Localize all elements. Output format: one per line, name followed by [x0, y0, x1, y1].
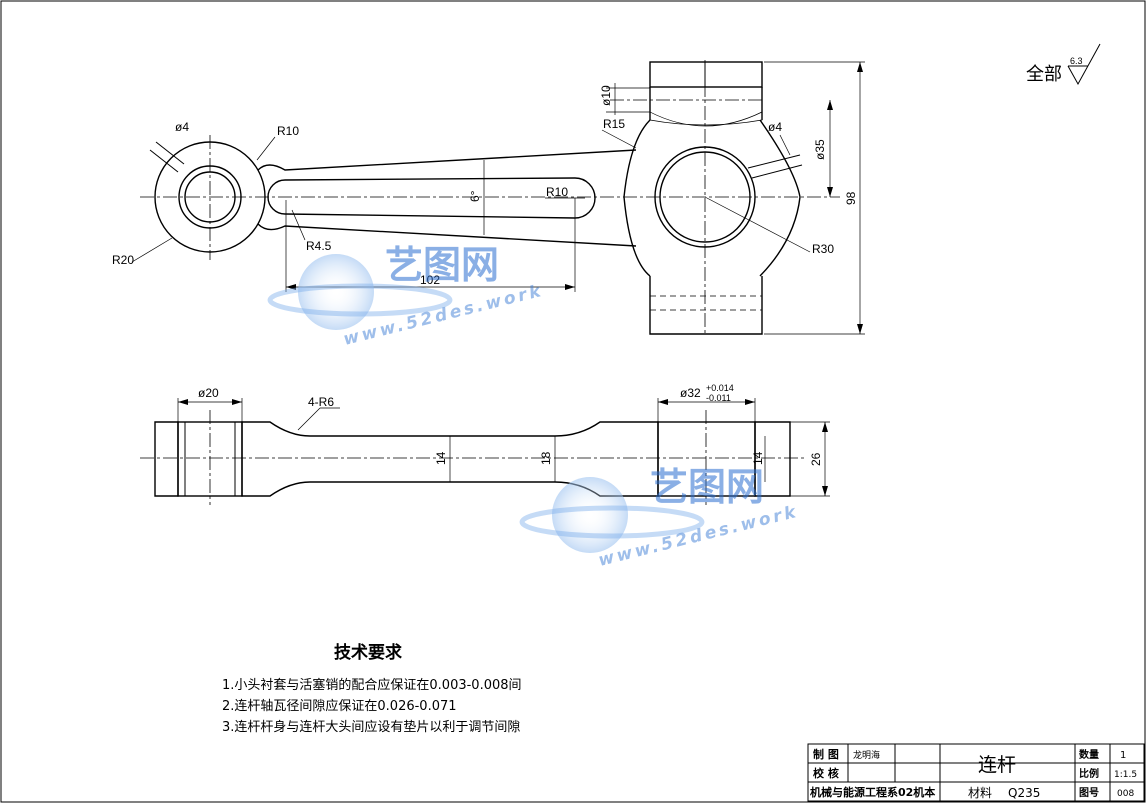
watermark-cn: 艺图网: [385, 243, 499, 287]
dim-d10: ø10: [599, 85, 613, 106]
dim-r10-slot: R10: [546, 185, 568, 199]
dim-length-102: 102: [420, 273, 440, 287]
tb-material: Q235: [1008, 786, 1040, 800]
tb-drawer: 龙明海: [853, 749, 880, 761]
dim-fillet: 4-R6: [308, 395, 334, 409]
tb-check-label: 校 核: [813, 766, 839, 780]
tb-scale-label: 比例: [1079, 767, 1099, 780]
dim-small-oil-hole: ø4: [175, 120, 189, 134]
tb-qty: 1: [1120, 750, 1126, 761]
dim-tol-upper: +0.014: [706, 383, 734, 393]
dim-d20: ø20: [198, 386, 219, 400]
dim-tol-lower: -0.011: [706, 393, 731, 403]
tb-scale: 1:1.5: [1114, 770, 1137, 780]
tb-org: 机械与能源工程系02机本: [810, 785, 935, 799]
dim-r10-top: R10: [277, 124, 299, 138]
tech-requirement-2: 2.连杆轴瓦径间隙应保证在0.026-0.071: [222, 699, 457, 714]
dim-height-26: 26: [809, 452, 823, 466]
tb-drawing-no-label: 图号: [1079, 787, 1099, 799]
cap-top-hatch: [649, 61, 763, 88]
section-view: ø20 4-R6 14 18 ø32 +0.014 -0.011 14 26: [140, 383, 830, 505]
dim-thickness-14b: 14: [751, 451, 765, 465]
tech-requirements-list: 1.小头衬套与活塞销的配合应保证在0.003-0.008间 2.连杆轴瓦径间隙应…: [222, 675, 522, 738]
dim-angle: 6°: [468, 190, 482, 202]
title-block: 制 图 龙明海 校 核 机械与能源工程系02机本 连杆 材料 Q235 数量 1…: [807, 743, 1145, 802]
dim-r15: R15: [603, 117, 625, 131]
dim-r30: R30: [812, 242, 834, 256]
tb-qty-label: 数量: [1079, 748, 1099, 761]
tech-requirement-1: 1.小头衬套与活塞销的配合应保证在0.003-0.008间: [222, 678, 522, 693]
tech-requirements-title: 技术要求: [334, 643, 402, 663]
surface-finish-value: 6.3: [1070, 56, 1083, 66]
dim-big-oil-hole: ø4: [768, 120, 782, 134]
dim-r20: R20: [112, 253, 134, 267]
watermark-bottom: 艺图网 www.52des.work: [519, 465, 801, 571]
watermark-cn-2: 艺图网: [650, 465, 764, 509]
tech-requirement-3: 3.连杆杆身与连杆大头间应设有垫片以利于调节间隙: [222, 720, 521, 735]
watermark-top: 艺图网 www.52des.work: [267, 243, 546, 350]
surface-finish-symbol: 全部 6.3: [1026, 43, 1101, 86]
dim-thickness-14a: 14: [434, 451, 448, 465]
dim-height-98: 98: [844, 191, 858, 205]
dim-thickness-18: 18: [539, 451, 553, 465]
tb-drawing-no: 008: [1117, 789, 1134, 799]
surface-finish-label: 全部: [1026, 64, 1062, 85]
dim-r45: R4.5: [306, 239, 332, 253]
dim-d35: ø35: [813, 139, 827, 160]
tb-part-name: 连杆: [978, 754, 1016, 776]
tb-draw-label: 制 图: [813, 747, 839, 761]
dim-d32: ø32: [680, 386, 701, 400]
big-end-bore-section: [657, 421, 756, 497]
tb-material-label: 材料: [968, 786, 992, 800]
